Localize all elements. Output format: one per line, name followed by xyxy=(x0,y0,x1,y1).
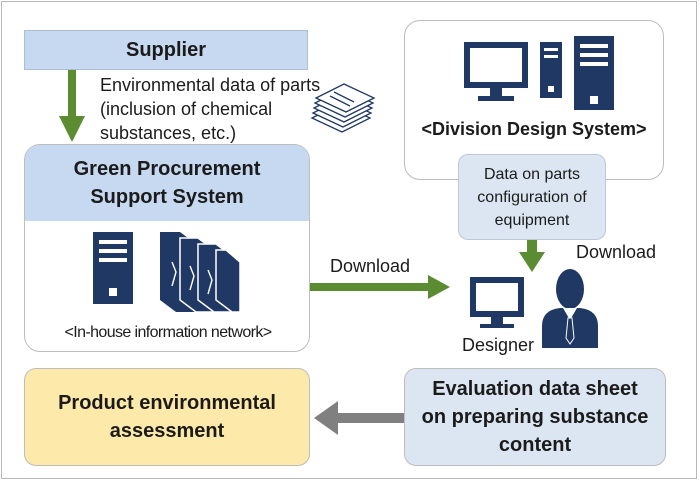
download-label-left: Download xyxy=(330,256,411,276)
eval-line1: Evaluation data sheet xyxy=(432,378,638,400)
green-procurement-title-line1: Green Procurement xyxy=(73,158,261,180)
evaluation-sheet-box: Evaluation data sheet on preparing subst… xyxy=(404,368,666,466)
green-procurement-box: Green Procurement Support System xyxy=(24,144,310,352)
eval-line2: on preparing substance xyxy=(421,406,649,428)
green-procurement-title: Green Procurement Support System xyxy=(25,145,309,221)
supplier-to-gps-arrow xyxy=(59,70,85,142)
eval-line3: content xyxy=(498,434,572,456)
parts-config-line2: configuration of xyxy=(477,188,587,206)
download-arrow-left xyxy=(310,275,450,299)
person-icon xyxy=(542,269,598,348)
parts-config-line1: Data on parts xyxy=(483,165,581,183)
document-stack-icon xyxy=(310,83,376,133)
server-icon xyxy=(93,232,133,304)
monitor-icon xyxy=(464,42,528,101)
supplier-label: Supplier xyxy=(125,38,206,61)
product-line2: assessment xyxy=(109,420,225,442)
green-procurement-title-line2: Support System xyxy=(90,186,244,208)
environmental-data-label: Environmental data of parts (inclusion o… xyxy=(100,75,321,143)
download-arrow-down xyxy=(519,240,545,272)
download-label-right: Download xyxy=(576,242,657,262)
binders-icon xyxy=(160,232,241,313)
parts-configuration-box: Data on parts configuration of equipment xyxy=(458,154,606,240)
product-line1: Product environmental xyxy=(58,392,276,414)
parts-config-line3: equipment xyxy=(494,211,570,229)
tower-icon xyxy=(540,36,614,110)
product-assessment-box: Product environmental assessment xyxy=(24,368,310,466)
designer-label: Designer xyxy=(462,335,535,355)
supplier-box: Supplier xyxy=(24,30,308,70)
evaluation-to-product-arrow xyxy=(314,401,404,435)
network-label: <In-house information network> xyxy=(64,324,272,341)
division-design-label: <Division Design System> xyxy=(421,119,647,139)
designer-monitor-icon xyxy=(470,277,524,328)
division-design-box xyxy=(404,20,664,180)
